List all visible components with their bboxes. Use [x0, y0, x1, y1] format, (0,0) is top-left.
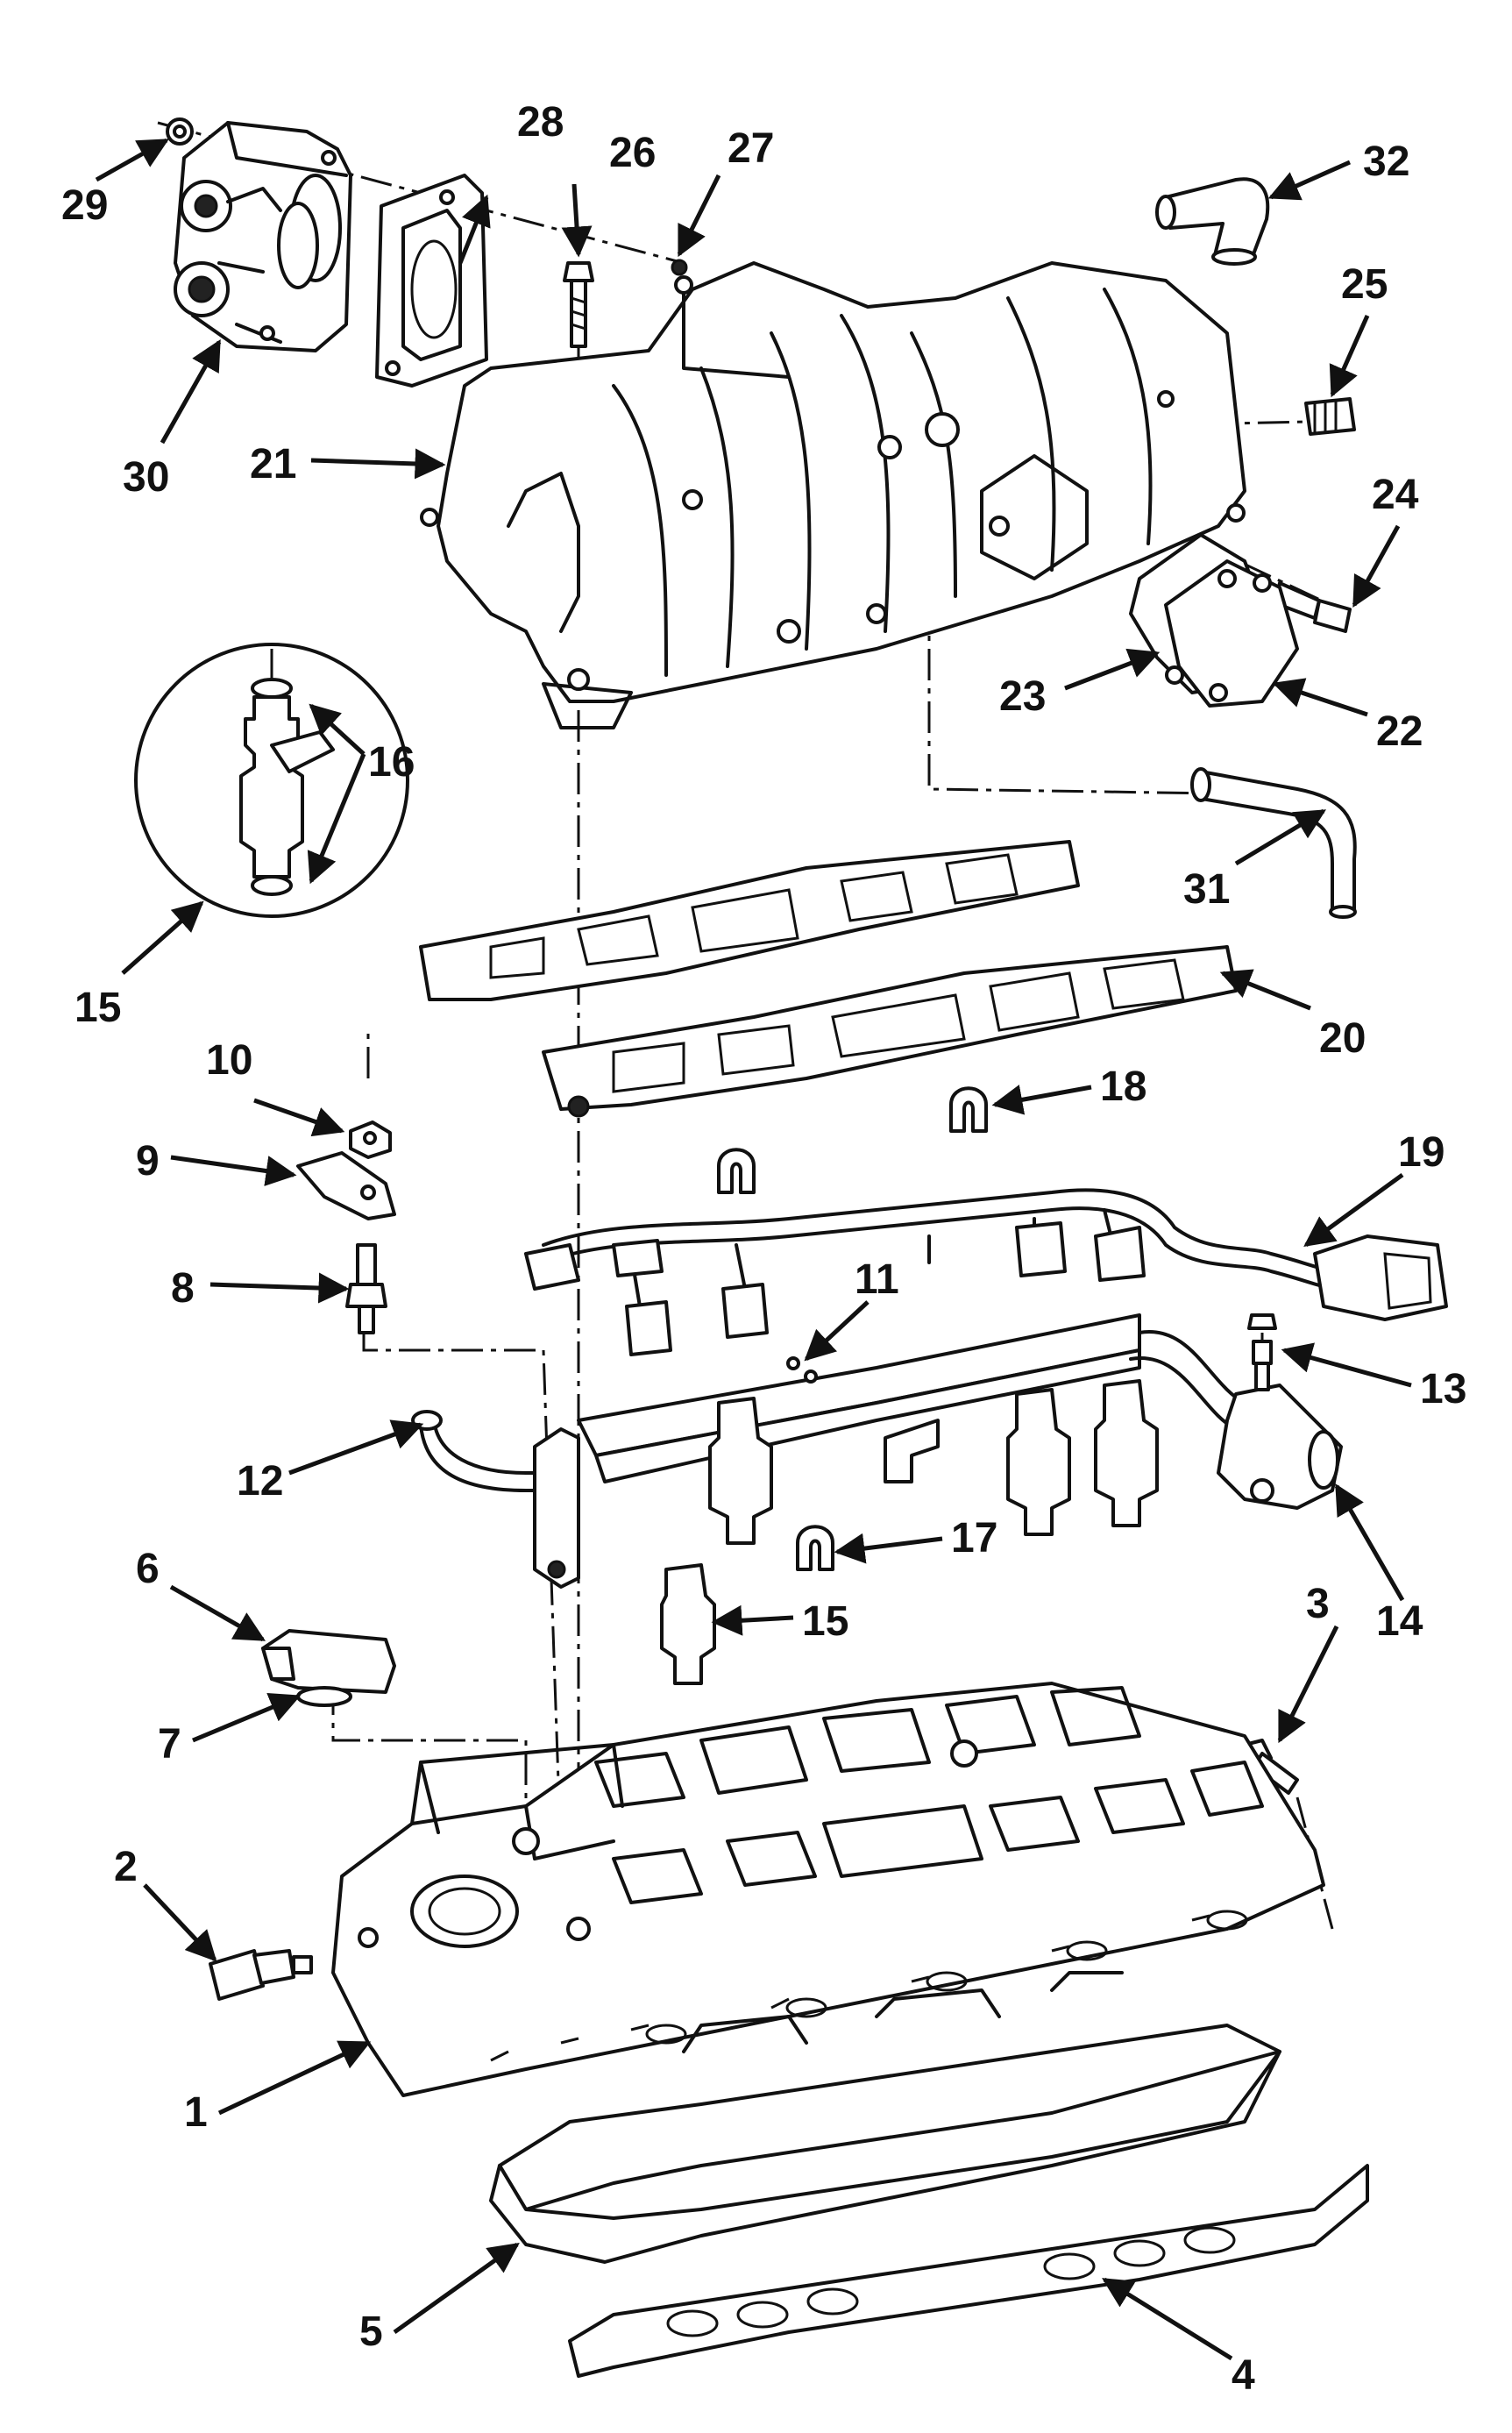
callout-28: 28	[517, 99, 564, 146]
callout-9: 9	[136, 1138, 160, 1184]
callout-12: 12	[237, 1458, 283, 1505]
callout-29: 29	[61, 182, 108, 229]
part-15-injector-detail	[134, 643, 409, 918]
callout-11: 11	[855, 1256, 899, 1303]
callout-18: 18	[1100, 1064, 1146, 1110]
callout-17: 17	[951, 1515, 997, 1562]
callout-30: 30	[123, 454, 169, 501]
callout-25: 25	[1341, 261, 1388, 308]
part-13-bolt	[1247, 1313, 1277, 1330]
part-27-fitting	[671, 259, 688, 276]
callout-16: 16	[368, 739, 415, 786]
part-1-lower-intake-manifold	[331, 1682, 1325, 2097]
callout-10: 10	[206, 1037, 252, 1084]
part-28-throttle-gasket	[375, 174, 488, 388]
callout-8: 8	[171, 1265, 195, 1312]
part-32-elbow-hose	[1155, 177, 1270, 266]
part-10-nut	[349, 1120, 392, 1159]
callout-5: 5	[359, 2309, 383, 2355]
callout-4: 4	[1232, 2352, 1255, 2399]
callout-27: 27	[728, 125, 774, 172]
callout-14: 14	[1376, 1598, 1423, 1645]
callout-15-bottom: 15	[802, 1598, 848, 1645]
callout-6: 6	[136, 1546, 160, 1592]
part-4-valley-gasket	[568, 2164, 1369, 2378]
part-8-stud	[345, 1243, 387, 1334]
part-30-throttle-body	[174, 121, 352, 352]
part-rail-bracket	[533, 1427, 580, 1589]
leader-arrows	[95, 138, 1412, 2361]
callout-7: 7	[158, 1721, 181, 1768]
callout-labels: 29 30 28 26 27 32 25 24 21 23 22 16 31 1…	[61, 99, 1466, 2399]
callout-31: 31	[1183, 866, 1230, 913]
callout-32: 32	[1363, 139, 1409, 185]
callout-1: 1	[184, 2089, 208, 2136]
callout-21: 21	[250, 441, 296, 487]
callout-26: 26	[609, 130, 656, 176]
part-6-map-sensor	[261, 1629, 396, 1694]
callout-15-top: 15	[75, 985, 121, 1031]
part-20-intake-gaskets	[419, 840, 1238, 1118]
callout-23: 23	[999, 673, 1046, 720]
callout-2: 2	[114, 1844, 138, 1890]
callout-3: 3	[1306, 1581, 1330, 1627]
part-25-plug	[1304, 397, 1356, 436]
part-21-upper-intake-manifold	[420, 261, 1246, 729]
part-17-clip	[796, 1525, 834, 1571]
part-15-injectors	[660, 1379, 1159, 1685]
part-26-bolt	[563, 261, 594, 348]
part-19-injector-harness	[524, 1188, 1448, 1356]
part-2-temperature-sensor	[209, 1949, 313, 2001]
part-7-seal	[296, 1686, 352, 1707]
part-22-23-egr-cover-gasket	[1129, 533, 1299, 708]
part-18-clip	[717, 1086, 988, 1194]
part-14-pressure-regulator	[1217, 1340, 1343, 1510]
part-29-nut	[166, 117, 194, 146]
callout-24: 24	[1372, 472, 1419, 518]
part-9-bracket	[296, 1151, 396, 1220]
part-24-bolt	[1274, 581, 1352, 633]
part-5-valley-shield	[489, 1971, 1281, 2264]
callout-20: 20	[1319, 1015, 1366, 1062]
callout-13: 13	[1420, 1366, 1466, 1412]
callout-22: 22	[1376, 708, 1423, 755]
callout-19: 19	[1398, 1129, 1445, 1176]
